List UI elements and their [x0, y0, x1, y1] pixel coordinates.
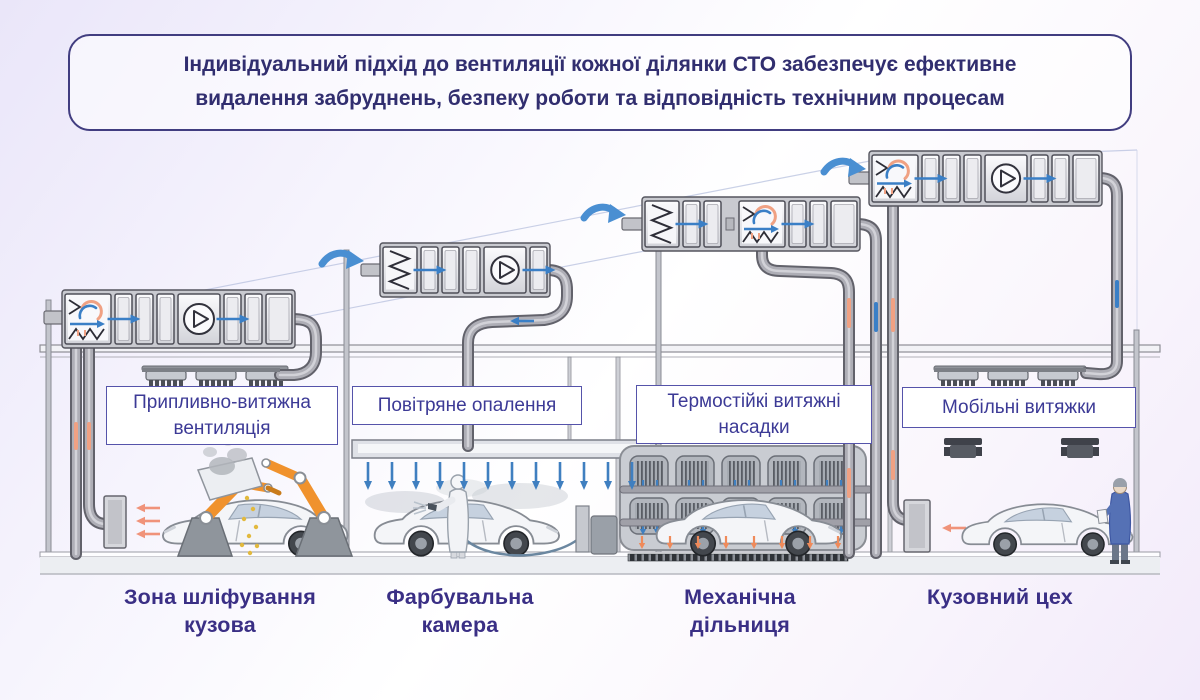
ceiling-beam — [39, 344, 1161, 358]
heat-recovery-icon — [68, 297, 108, 341]
zone-label-supply-exhaust: Припливно-витяжна вентиляція — [106, 386, 338, 446]
ahu-intake-stubs — [43, 171, 874, 325]
grinding-zone-extractor — [103, 495, 162, 549]
fan-icon — [183, 303, 215, 335]
filter-icon — [649, 204, 674, 244]
supply-diffuser — [987, 370, 1029, 387]
zone-label-mobile-extractors: Мобільні витяжки — [902, 387, 1136, 428]
supply-diffuser — [145, 370, 187, 387]
booth-supply-arrow — [602, 460, 614, 492]
supply-diffuser — [1037, 370, 1079, 387]
paint-booth-plenum — [351, 439, 657, 459]
booth-supply-arrow — [386, 460, 398, 492]
supply-diffuser — [937, 370, 979, 387]
body-shop-extractor — [903, 499, 968, 553]
heat-recovery-icon — [742, 204, 782, 244]
fan-icon — [490, 255, 520, 285]
wall-extraction-units — [103, 495, 968, 553]
zone-label-air-heating: Повітряне опалення — [352, 386, 582, 425]
heat-recovery-icon — [875, 158, 915, 199]
filter-icon — [387, 250, 412, 290]
supply-diffuser — [195, 370, 237, 387]
mechanic-figure — [1096, 478, 1131, 564]
paint-mist — [472, 483, 568, 509]
booth-supply-arrow — [578, 460, 590, 492]
painter-figure — [413, 474, 583, 559]
ahu-unit-4 — [868, 150, 1103, 207]
air-intake-arrow — [584, 204, 626, 223]
header-text: Індивідуальний підхід до вентиляції кожн… — [183, 53, 1017, 110]
zone-name-mechanical: Механічна дільниця — [684, 585, 796, 638]
header-banner: Індивідуальний підхід до вентиляції кожн… — [68, 34, 1132, 132]
ahu-unit-3 — [641, 196, 861, 252]
zone-name-grinding: Зона шліфування кузова — [124, 585, 316, 638]
scenes — [161, 438, 1134, 564]
ceiling-exhaust-mount — [944, 438, 982, 458]
booth-supply-arrow — [362, 460, 374, 492]
zone-name-body-shop: Кузовний цех — [927, 585, 1073, 609]
booth-supply-arrow — [410, 460, 422, 492]
booth-supply-arrow — [554, 460, 566, 492]
paint-equipment — [575, 505, 618, 555]
grinding-sparks — [239, 495, 260, 556]
ahu-layer — [43, 150, 1103, 349]
zone-name-paint-booth: Фарбувальна камера — [386, 585, 534, 638]
ceiling-exhaust-mount — [1061, 438, 1099, 458]
ahu-unit-1 — [61, 289, 296, 349]
fan-icon — [990, 163, 1022, 194]
ahu-unit-2 — [379, 242, 556, 298]
zone-label-heat-resistant-hoods: Термостійкі витяжні насадки — [636, 385, 872, 445]
floor-grate — [627, 553, 849, 562]
robot-arm-right — [261, 458, 354, 557]
